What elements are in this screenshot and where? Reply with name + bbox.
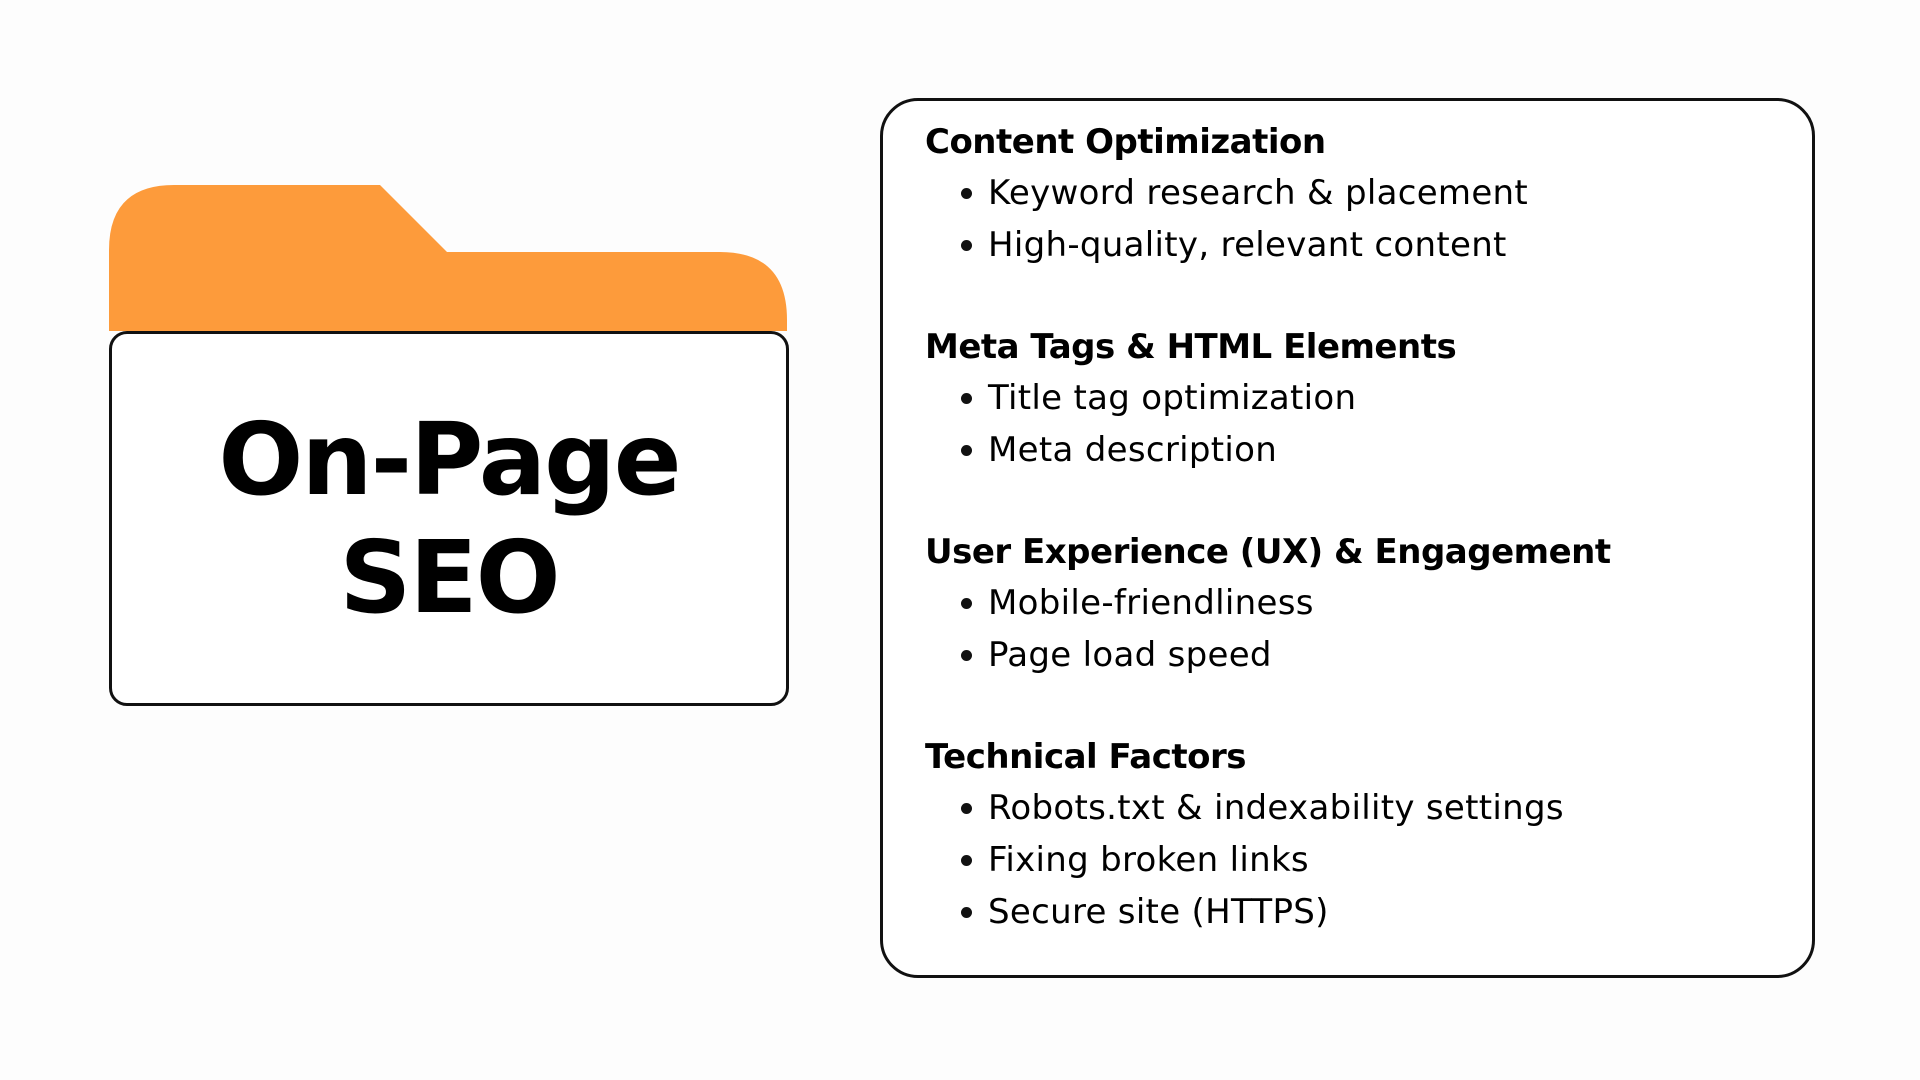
list-item-text: Fixing broken links (988, 840, 1309, 880)
bullet-icon (961, 598, 972, 609)
folder-tab-icon (109, 185, 787, 331)
list-item-text: Mobile-friendliness (988, 583, 1314, 623)
list-item: Robots.txt & indexability settings (925, 782, 1812, 834)
list-item-text: Meta description (988, 430, 1278, 470)
bullet-icon (961, 393, 972, 404)
section-heading: Technical Factors (925, 737, 1247, 777)
list-item: Mobile-friendliness (925, 577, 1812, 629)
bullet-icon (961, 240, 972, 251)
folder-card: On-Page SEO (109, 331, 789, 706)
bullet-icon (961, 188, 972, 199)
bullet-icon (961, 445, 972, 456)
folder-title-line2: SEO (339, 518, 560, 636)
list-item: Secure site (HTTPS) (925, 886, 1812, 938)
bullet-icon (961, 855, 972, 866)
list-item-text: Page load speed (988, 635, 1272, 675)
section-heading: Meta Tags & HTML Elements (925, 327, 1457, 367)
section-heading: User Experience (UX) & Engagement (925, 532, 1611, 572)
list-item: High-quality, relevant content (925, 219, 1812, 271)
list-item: Meta description (925, 424, 1812, 476)
list-item: Title tag optimization (925, 372, 1812, 424)
section-heading: Content Optimization (925, 122, 1326, 162)
list-item: Keyword research & placement (925, 167, 1812, 219)
list-item-text: Keyword research & placement (988, 173, 1529, 213)
bullet-icon (961, 803, 972, 814)
bullet-icon (961, 650, 972, 661)
list-item-text: Robots.txt & indexability settings (988, 788, 1564, 828)
list-item-text: High-quality, relevant content (988, 225, 1507, 265)
bullet-icon (961, 907, 972, 918)
folder-title-line1: On-Page (218, 400, 681, 518)
list-item-text: Secure site (HTTPS) (988, 892, 1329, 932)
list-item-text: Title tag optimization (988, 378, 1357, 418)
list-item: Fixing broken links (925, 834, 1812, 886)
list-item: Page load speed (925, 629, 1812, 681)
